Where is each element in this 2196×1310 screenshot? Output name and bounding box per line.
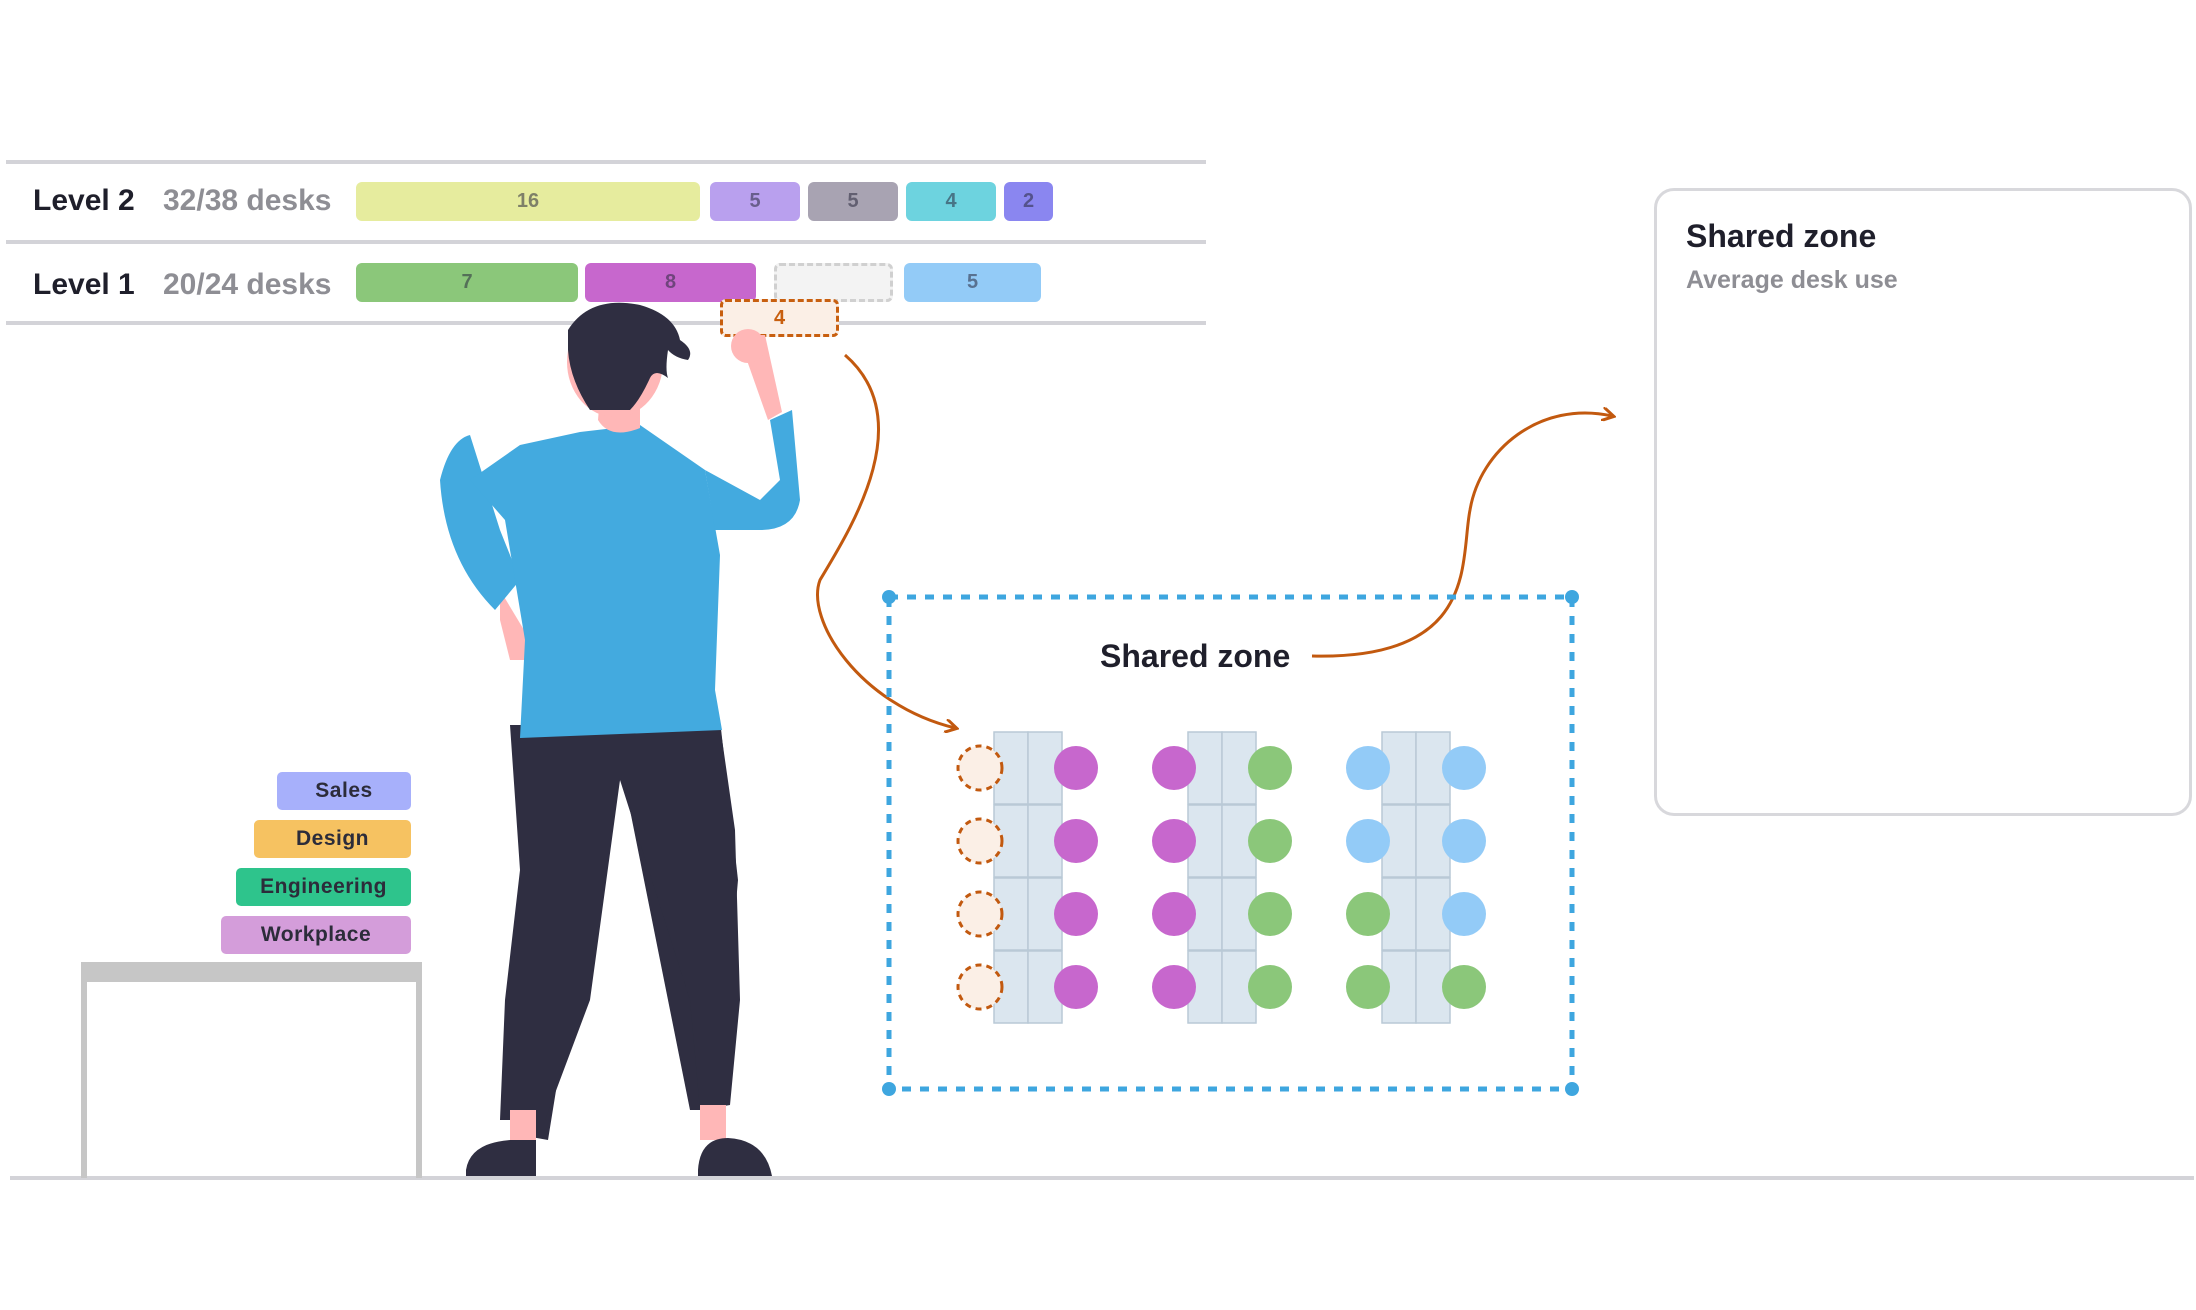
- desk-block[interactable]: 5: [904, 263, 1041, 302]
- team-tag-design[interactable]: Design: [254, 820, 411, 858]
- zone-title: Shared zone: [1100, 638, 1291, 674]
- table-icon: [81, 962, 422, 1178]
- seat-placeholder[interactable]: [956, 963, 1004, 1011]
- seat[interactable]: [1442, 819, 1486, 863]
- desk-block[interactable]: 8: [585, 263, 756, 302]
- seat[interactable]: [1248, 746, 1292, 790]
- level-name: Level 2: [33, 184, 135, 217]
- card-subtitle: Average desk use: [1686, 266, 1898, 294]
- seat[interactable]: [1442, 746, 1486, 790]
- person-icon: [440, 302, 800, 1176]
- seat[interactable]: [1152, 892, 1196, 936]
- level-desk-count: 20/24 desks: [163, 268, 332, 301]
- desk-block[interactable]: 5: [710, 182, 800, 221]
- desk-clusters: [956, 731, 1486, 1024]
- desk: [1221, 950, 1257, 1024]
- team-tag-workplace[interactable]: Workplace: [221, 916, 411, 954]
- seat[interactable]: [1152, 819, 1196, 863]
- seat[interactable]: [1054, 892, 1098, 936]
- level-name: Level 1: [33, 268, 135, 301]
- seat[interactable]: [1248, 819, 1292, 863]
- seat[interactable]: [1054, 746, 1098, 790]
- desk-block[interactable]: 16: [356, 182, 700, 221]
- seat[interactable]: [1442, 965, 1486, 1009]
- seat[interactable]: [1442, 892, 1486, 936]
- empty-slot[interactable]: [774, 263, 893, 302]
- level-desk-count: 32/38 desks: [163, 184, 332, 217]
- team-tag-sales[interactable]: Sales: [277, 772, 411, 810]
- seat[interactable]: [1152, 965, 1196, 1009]
- seat[interactable]: [1346, 819, 1390, 863]
- floor-line: [10, 1176, 2194, 1180]
- curved-arrow-to-chart: [1311, 413, 1612, 658]
- chart-card: [1654, 188, 2192, 816]
- seat-placeholder[interactable]: [956, 817, 1004, 865]
- seat[interactable]: [1248, 892, 1292, 936]
- seat-placeholder[interactable]: [956, 890, 1004, 938]
- seat[interactable]: [1346, 965, 1390, 1009]
- curved-arrow-to-zone: [816, 353, 955, 728]
- desk: [1415, 950, 1451, 1024]
- desk-block[interactable]: 7: [356, 263, 578, 302]
- seat[interactable]: [1248, 965, 1292, 1009]
- desk-block[interactable]: 5: [808, 182, 898, 221]
- seat[interactable]: [1346, 746, 1390, 790]
- shared-zone-selection[interactable]: [882, 590, 1579, 1096]
- card-title: Shared zone: [1686, 218, 1877, 254]
- dragged-desk-block[interactable]: 4: [720, 299, 839, 337]
- seat[interactable]: [1054, 965, 1098, 1009]
- seat-placeholder[interactable]: [956, 744, 1004, 792]
- divider-top: [6, 160, 1206, 164]
- desk-block[interactable]: 4: [906, 182, 996, 221]
- divider-middle: [6, 240, 1206, 244]
- seat[interactable]: [1346, 892, 1390, 936]
- seat[interactable]: [1054, 819, 1098, 863]
- desk-block[interactable]: 2: [1004, 182, 1053, 221]
- team-tag-engineering[interactable]: Engineering: [236, 868, 411, 906]
- seat[interactable]: [1152, 746, 1196, 790]
